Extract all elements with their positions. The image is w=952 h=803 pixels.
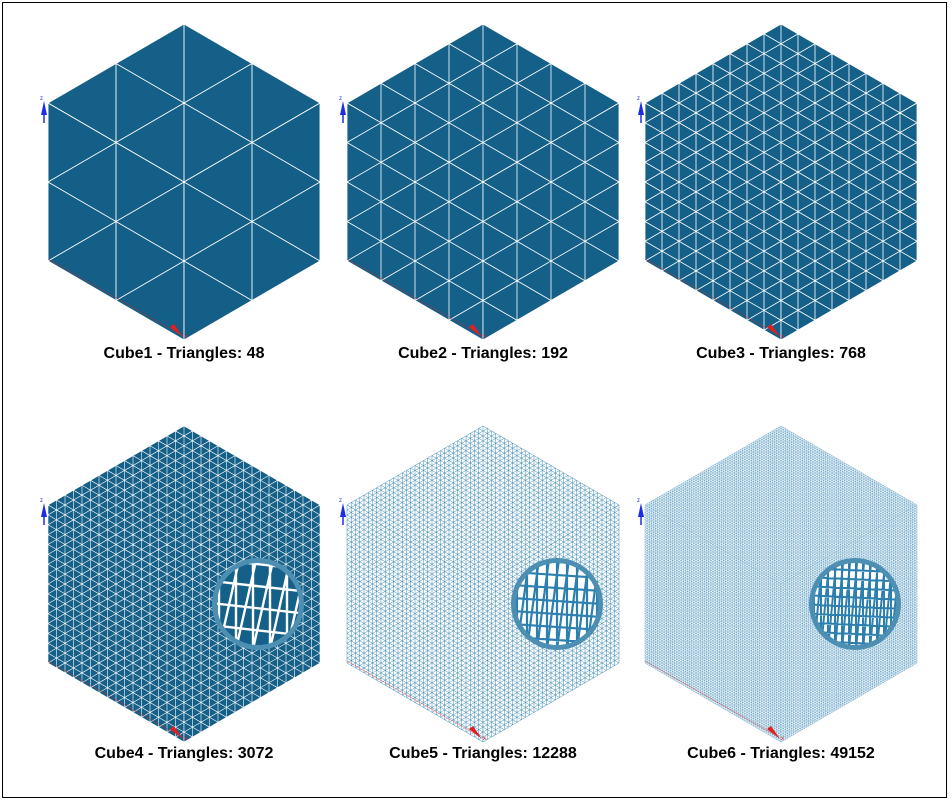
zoomed-mesh <box>515 562 599 646</box>
left-face <box>644 102 782 341</box>
mesh-lines <box>644 425 918 585</box>
mesh-lines <box>183 102 321 341</box>
cube-caption: Cube5 - Triangles: 12288 <box>389 745 577 762</box>
axis-triad: zx <box>339 96 486 340</box>
x-axis-label: x <box>781 736 784 742</box>
cube-caption: Cube4 - Triangles: 3072 <box>95 745 274 762</box>
cube-caption: Cube6 - Triangles: 49152 <box>687 745 875 762</box>
x-axis-label: x <box>184 334 187 340</box>
x-axis-arrow <box>767 324 780 337</box>
x-axis-arrow <box>469 726 482 739</box>
x-axis-label: x <box>184 736 187 742</box>
zoomed-mesh <box>813 562 897 646</box>
left-face <box>47 504 185 743</box>
x-axis-line <box>644 660 778 737</box>
mesh-lines <box>644 504 782 743</box>
mesh-lines <box>346 504 484 743</box>
zoom-inset <box>809 558 901 650</box>
axis-triad: zx <box>637 498 784 742</box>
x-axis-arrow <box>469 324 482 337</box>
x-axis-line <box>346 660 480 737</box>
mesh-lines <box>644 23 918 183</box>
x-axis-label: x <box>483 334 486 340</box>
right-face <box>780 102 918 341</box>
x-axis-label: x <box>483 736 486 742</box>
z-axis-arrow <box>340 101 346 115</box>
zoom-inset <box>511 558 603 650</box>
mesh-lines <box>47 102 185 341</box>
z-axis-label: z <box>40 96 43 102</box>
z-axis-label: z <box>637 498 640 504</box>
mesh-lines <box>482 102 620 341</box>
z-axis-label: z <box>40 498 43 504</box>
left-face <box>346 102 484 341</box>
right-face <box>183 102 321 341</box>
zoom-ring <box>511 558 603 650</box>
zoomed-mesh <box>216 562 300 646</box>
mesh-lines <box>47 425 321 585</box>
z-axis-arrow <box>340 503 346 517</box>
mesh-lines <box>644 102 782 341</box>
x-axis-line <box>644 258 778 335</box>
z-axis-arrow <box>41 101 47 115</box>
mesh-lines <box>47 23 321 183</box>
x-axis-line <box>346 258 480 335</box>
z-axis-label: z <box>339 498 342 504</box>
x-axis-line <box>47 660 181 737</box>
zoom-inset <box>212 558 304 650</box>
z-axis-arrow <box>41 503 47 517</box>
x-axis-arrow <box>767 726 780 739</box>
mesh-lines <box>346 23 620 183</box>
mesh-lines <box>346 102 484 341</box>
z-axis-label: z <box>339 96 342 102</box>
left-face <box>644 504 782 743</box>
z-axis-arrow <box>638 503 644 517</box>
x-axis-label: x <box>781 334 784 340</box>
zoom-ring <box>809 558 901 650</box>
mesh-lines <box>346 425 620 585</box>
axis-triad: zx <box>40 498 187 742</box>
x-axis-arrow <box>170 726 183 739</box>
left-face <box>47 102 185 341</box>
cube-caption: Cube1 - Triangles: 48 <box>104 345 265 362</box>
axis-triad: zx <box>339 498 486 742</box>
mesh-lines <box>780 102 918 341</box>
cube-caption: Cube3 - Triangles: 768 <box>696 345 866 362</box>
cube-caption: Cube2 - Triangles: 192 <box>398 345 568 362</box>
right-face <box>482 102 620 341</box>
axis-triad: zx <box>40 96 187 340</box>
mesh-lines <box>47 504 185 743</box>
x-axis-line <box>47 258 181 335</box>
x-axis-arrow <box>170 324 183 337</box>
z-axis-label: z <box>637 96 640 102</box>
left-face <box>346 504 484 743</box>
z-axis-arrow <box>638 101 644 115</box>
axis-triad: zx <box>637 96 784 340</box>
zoom-ring <box>212 558 304 650</box>
